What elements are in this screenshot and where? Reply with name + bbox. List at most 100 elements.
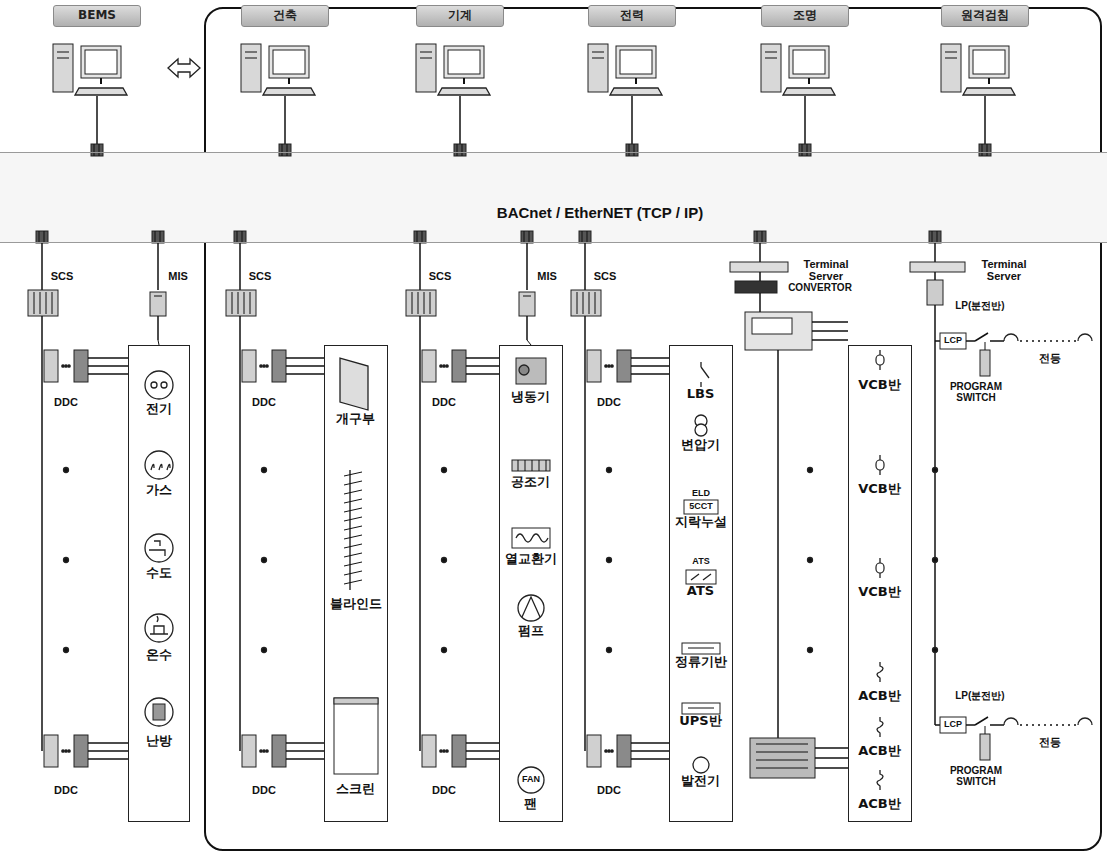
header-text: 전력 bbox=[620, 9, 644, 23]
device-name: ATS bbox=[687, 584, 714, 599]
ellipsis-dot bbox=[607, 468, 612, 473]
device-name: VCB반 bbox=[858, 378, 901, 393]
tower-slot bbox=[945, 52, 957, 53]
part-label: ATS bbox=[691, 557, 710, 567]
controller-slot bbox=[154, 296, 162, 297]
network-link bbox=[526, 243, 528, 290]
controller-slot bbox=[595, 292, 596, 314]
heater bbox=[153, 704, 165, 720]
ddc-dot bbox=[446, 365, 448, 367]
device-name: 변압기 bbox=[681, 438, 720, 453]
network-port bbox=[152, 231, 164, 243]
tower-slot bbox=[420, 52, 432, 53]
lamp bbox=[1004, 718, 1018, 725]
network-link bbox=[284, 96, 286, 144]
ddc-dot bbox=[260, 750, 262, 752]
scs-label: SCS bbox=[248, 270, 273, 282]
controller-slot bbox=[238, 292, 239, 314]
converter bbox=[735, 281, 777, 293]
port-line bbox=[94, 144, 95, 156]
terminal-label: Terminal Server bbox=[796, 258, 856, 282]
device-name: UPS반 bbox=[679, 714, 721, 729]
ellipsis-dot bbox=[808, 558, 813, 563]
scs-controller bbox=[406, 290, 436, 316]
ddc-dot bbox=[263, 750, 265, 752]
ellipsis-dot bbox=[933, 468, 938, 473]
ddc-label: DDC bbox=[53, 396, 79, 408]
ddc-dot bbox=[611, 750, 613, 752]
ddc-dot bbox=[68, 750, 70, 752]
ddc-dot bbox=[62, 365, 64, 367]
ddc-label: DDC bbox=[596, 784, 622, 796]
network-band-fill bbox=[0, 152, 1107, 243]
tower-slot bbox=[765, 52, 777, 53]
io-wire bbox=[286, 750, 325, 751]
category-header: 기계 bbox=[416, 5, 504, 27]
network-link bbox=[631, 96, 633, 144]
rectifier-line bbox=[688, 648, 714, 649]
header-text: 조명 bbox=[793, 9, 817, 23]
wire bbox=[990, 340, 1004, 342]
ddc-label: DDC bbox=[431, 396, 457, 408]
ddc-bus bbox=[584, 316, 586, 751]
mis-controller bbox=[519, 292, 535, 316]
device-name: 온수 bbox=[146, 648, 172, 663]
tower-slot bbox=[765, 58, 777, 59]
device-name: VCB반 bbox=[858, 482, 901, 497]
network-link bbox=[157, 243, 159, 290]
ddc-bus bbox=[419, 316, 421, 751]
controller-slot bbox=[244, 292, 245, 314]
ddc-label: DDC bbox=[596, 396, 622, 408]
port-line bbox=[937, 231, 938, 243]
ddc-module bbox=[272, 735, 286, 767]
switch-blade bbox=[975, 717, 988, 725]
controller-slot bbox=[250, 292, 251, 314]
controller-slot bbox=[523, 296, 531, 297]
converter-label: CONVERTOR bbox=[787, 282, 853, 293]
mis-link bbox=[157, 316, 159, 340]
network-port bbox=[579, 231, 591, 243]
blind-slat bbox=[344, 580, 362, 584]
ddc-dot bbox=[65, 750, 67, 752]
io-wire bbox=[88, 357, 128, 358]
ddc-dot bbox=[62, 750, 64, 752]
ddc-module bbox=[617, 735, 631, 767]
io-wire bbox=[88, 365, 128, 366]
program-switch bbox=[980, 350, 990, 376]
tower-slot bbox=[57, 52, 69, 53]
network-port bbox=[36, 231, 48, 243]
network-port bbox=[979, 144, 991, 156]
ddc-label: DDC bbox=[431, 784, 457, 796]
tower-slot bbox=[245, 58, 257, 59]
ddc-dot bbox=[440, 365, 442, 367]
io-wire bbox=[815, 757, 848, 758]
category-header: BEMS bbox=[53, 5, 141, 27]
device-name: 냉동기 bbox=[511, 390, 550, 405]
io-wire bbox=[812, 321, 848, 322]
network-link bbox=[419, 243, 421, 290]
io-wire bbox=[631, 750, 670, 751]
computer-tower bbox=[588, 44, 608, 92]
ahu-fin bbox=[539, 460, 540, 471]
blind-slat bbox=[344, 553, 362, 557]
port-line bbox=[462, 144, 463, 156]
ddc-dot bbox=[443, 750, 445, 752]
category-header: 건축 bbox=[241, 5, 329, 27]
network-link bbox=[759, 272, 761, 281]
blind-slat bbox=[344, 571, 362, 575]
blind-slat bbox=[344, 508, 362, 512]
monitor-stand bbox=[808, 78, 810, 84]
wire bbox=[985, 342, 986, 350]
monitor-screen bbox=[273, 50, 305, 74]
controller-slot bbox=[40, 292, 41, 314]
lcp-box bbox=[940, 333, 966, 349]
port-line bbox=[237, 231, 238, 243]
socket-hole bbox=[151, 382, 157, 388]
ellipsis-dot bbox=[442, 648, 447, 653]
ddc-module bbox=[242, 350, 256, 382]
ellipsis-dot bbox=[262, 558, 267, 563]
switch-blade bbox=[975, 333, 988, 341]
monitor-screen bbox=[448, 50, 480, 74]
ddc-module bbox=[272, 350, 286, 382]
network-name: BACnet / EtherNET (TCP / IP) bbox=[497, 204, 703, 221]
